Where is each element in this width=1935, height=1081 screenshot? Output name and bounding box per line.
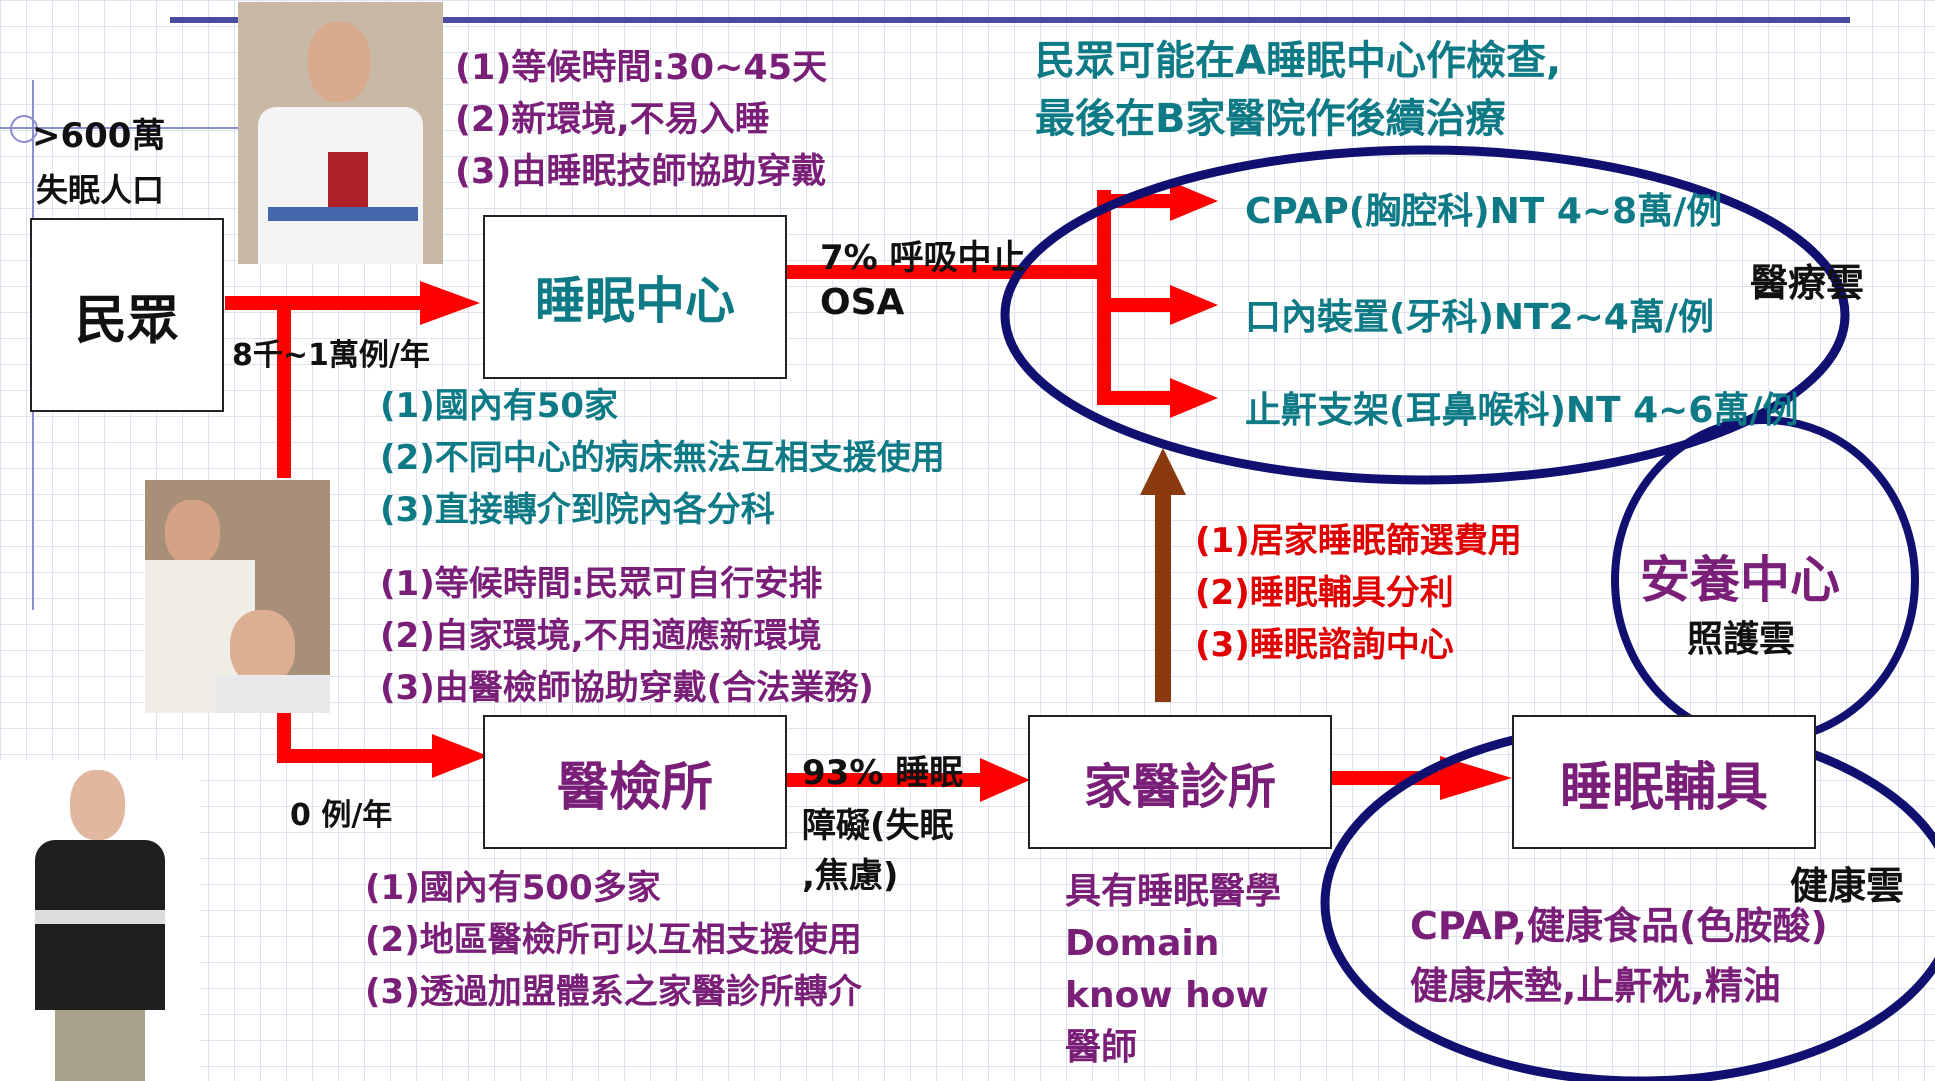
home-note-2: (2)自家環境,不用適應新環境: [380, 616, 822, 656]
brown-arrow: [1140, 448, 1186, 702]
doctor-note-2: Domain: [1065, 923, 1220, 964]
arrow-to-brace-shaft: [1097, 391, 1172, 405]
family-clinic-label: 家醫診所: [1083, 759, 1276, 815]
population-label: 失眠人口: [36, 171, 165, 209]
arrow-clinic-to-family-shaft: [785, 773, 985, 787]
clinic-note-line-2: ,焦慮): [802, 856, 899, 896]
sleep-center-label: 睡眠中心: [535, 272, 735, 330]
doctor-note-1: 具有睡眠醫學: [1065, 871, 1282, 912]
arrow-to-oral-shaft: [1097, 298, 1172, 312]
arrow-to-cpap-head: [1170, 181, 1218, 221]
arrow-public-to-center-head: [420, 281, 480, 325]
health-cloud-label: 健康雲: [1790, 864, 1905, 908]
care-cloud-label: 照護雲: [1687, 619, 1796, 660]
arrow-family-to-aids-head: [1440, 756, 1512, 800]
center-note-top-1: (1)等候時間:30~45天: [455, 48, 828, 88]
doctor-notes: 具有睡眠醫學 Domain know how 醫師: [1065, 866, 1281, 1074]
population-count: >600萬: [32, 116, 166, 156]
family-notes: (1)居家睡眠篩選費用 (2)睡眠輔具分利 (3)睡眠諮詢中心: [1195, 515, 1522, 671]
clinic-note-line-1: 障礙(失眠: [802, 806, 954, 846]
family-clinic-node: 家醫診所: [1028, 715, 1332, 849]
family-note-3: (3)睡眠諮詢中心: [1195, 625, 1454, 665]
sleep-center-node: 睡眠中心: [483, 215, 787, 379]
center-note-bottom-3: (3)直接轉介到院內各分科: [380, 490, 775, 530]
arrow-center-out-shaft: [785, 265, 1110, 279]
treatment-snore-brace: 止鼾支架(耳鼻喉科)NT 4~6萬/例: [1245, 390, 1799, 431]
medical-cloud-ellipse: [1000, 145, 1850, 485]
arrow-to-oral-head: [1170, 285, 1218, 325]
treatment-cpap: CPAP(胸腔科)NT 4~8萬/例: [1245, 191, 1723, 232]
vertical-branch-line: [277, 303, 291, 478]
health-products: CPAP,健康食品(色胺酸) 健康床墊,止鼾枕,精油: [1410, 896, 1828, 1016]
treatment-branch-vertical: [1097, 190, 1111, 405]
medical-cloud-label: 醫療雲: [1750, 261, 1865, 305]
public-node-label: 民眾: [74, 290, 179, 351]
center-note-top-2: (2)新環境,不易入睡: [455, 100, 770, 140]
arrow-clinic-to-family-head: [980, 758, 1030, 802]
guide-line: [0, 127, 240, 129]
arrow-to-clinic-head: [432, 734, 488, 778]
care-center-label: 安養中心: [1640, 551, 1840, 609]
flow-to-center-label: 8千~1萬例/年: [232, 338, 430, 373]
hospital-note-line-2: 最後在B家醫院作後續治療: [1035, 96, 1506, 142]
treatment-oral-device: 口內裝置(牙科)NT2~4萬/例: [1245, 297, 1715, 338]
clinic-note-3: (3)透過加盟體系之家醫診所轉介: [365, 972, 862, 1012]
center-note-bottom-2: (2)不同中心的病床無法互相支援使用: [380, 438, 945, 478]
sleep-aids-node: 睡眠輔具: [1512, 715, 1816, 849]
health-product-line-2: 健康床墊,止鼾枕,精油: [1410, 964, 1781, 1008]
patient-photo-lab: [238, 2, 443, 264]
clinic-label: 醫檢所: [556, 757, 713, 818]
center-note-bottom-1: (1)國內有50家: [380, 386, 619, 426]
health-product-line-1: CPAP,健康食品(色胺酸): [1410, 904, 1828, 948]
arrow-to-clinic-shaft: [277, 749, 437, 763]
arrow-public-to-center-shaft: [225, 296, 425, 310]
clinic-pct-label: 93% 睡眠: [802, 753, 964, 793]
home-note-1: (1)等候時間:民眾可自行安排: [380, 564, 823, 604]
family-note-2: (2)睡眠輔具分利: [1195, 573, 1454, 613]
clinic-note-1: (1)國內有500多家: [365, 868, 661, 908]
home-notes: (1)等候時間:民眾可自行安排 (2)自家環境,不用適應新環境 (3)由醫檢師協…: [380, 558, 874, 714]
clinic-notes: (1)國內有500多家 (2)地區醫檢所可以互相支援使用 (3)透過加盟體系之家…: [365, 862, 862, 1018]
center-osa-label: OSA: [820, 282, 905, 323]
center-notes-top: (1)等候時間:30~45天 (2)新環境,不易入睡 (3)由睡眠技師協助穿戴: [455, 42, 827, 198]
brown-arrow-head: [1140, 448, 1186, 495]
center-notes-bottom: (1)國內有50家 (2)不同中心的病床無法互相支援使用 (3)直接轉介到院內各…: [380, 380, 945, 536]
home-note-3: (3)由醫檢師協助穿戴(合法業務): [380, 668, 874, 708]
doctor-note-3: know how: [1065, 975, 1269, 1016]
center-pct-label: 7% 呼吸中止: [820, 238, 1026, 278]
sleep-aids-label: 睡眠輔具: [1559, 757, 1768, 818]
patient-photo-portable: [0, 760, 200, 1081]
doctor-note-4: 醫師: [1065, 1027, 1138, 1068]
top-rule: [170, 17, 1850, 23]
center-note-top-3: (3)由睡眠技師協助穿戴: [455, 152, 827, 192]
family-note-1: (1)居家睡眠篩選費用: [1195, 521, 1522, 561]
hospital-note: 民眾可能在A睡眠中心作檢查, 最後在B家醫院作後續治療: [1035, 32, 1561, 148]
clinic-note-2: (2)地區醫檢所可以互相支援使用: [365, 920, 862, 960]
patient-photo-home: [145, 480, 330, 713]
arrow-to-brace-head: [1170, 378, 1218, 418]
public-node: 民眾: [30, 218, 224, 412]
flow-to-clinic-label: 0 例/年: [290, 798, 393, 833]
crosshair-icon: [10, 115, 38, 143]
hospital-note-line-1: 民眾可能在A睡眠中心作檢查,: [1035, 38, 1562, 84]
clinic-node: 醫檢所: [483, 715, 787, 849]
brown-arrow-shaft: [1155, 490, 1171, 702]
